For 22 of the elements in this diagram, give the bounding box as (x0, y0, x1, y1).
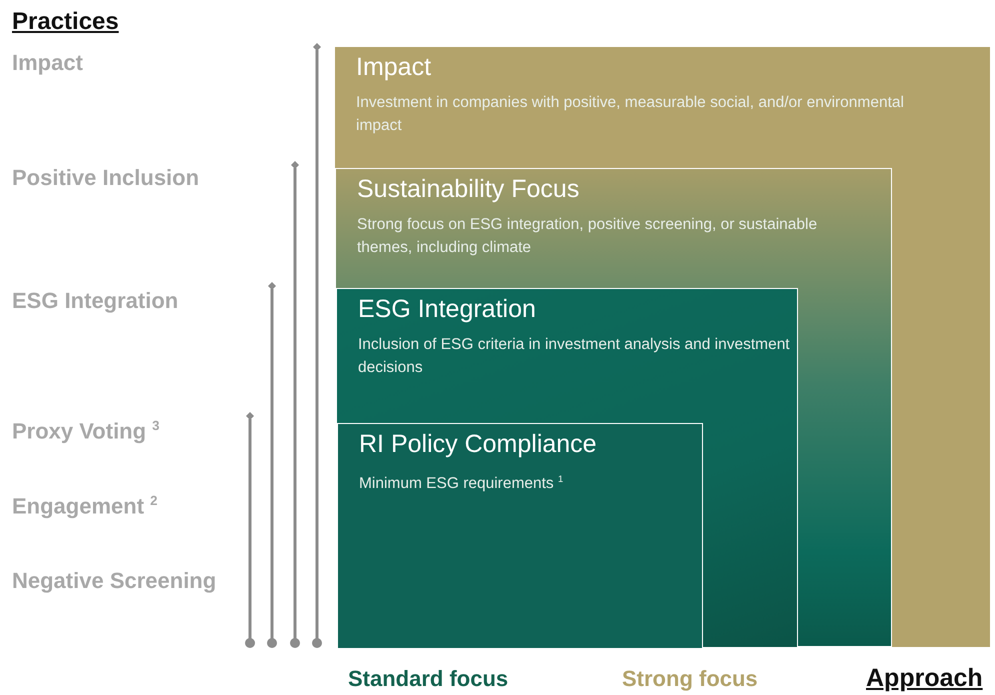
box-description: Inclusion of ESG criteria in investment analysis and investment decisions (358, 335, 791, 378)
practice-label: Negative Screening (12, 568, 216, 594)
box-description: Strong focus on ESG integration, positive screening, or sustainable themes, including climate (357, 215, 818, 258)
practice-label: Impact (12, 50, 83, 76)
box-description: Investment in companies with positive, measurable social, and/or environmental impact (356, 93, 905, 136)
axis-label: Strong focus (622, 666, 758, 692)
box-heading: ESG Integration (358, 295, 536, 324)
practice-label: Proxy Voting $^{3}$ (12, 418, 160, 444)
approach-box (336, 288, 798, 648)
axis-title: Approach (866, 664, 983, 693)
box-heading: Sustainability Focus (357, 175, 580, 204)
axis-title: Practices (12, 8, 119, 36)
approach-box (337, 423, 703, 649)
box-heading: Impact (356, 53, 432, 82)
practice-label: Engagement $^{2}$ (12, 493, 158, 520)
approach-box (335, 168, 892, 647)
box-heading: RI Policy Compliance (359, 430, 597, 459)
approach-box (335, 47, 990, 647)
axis-label: Standard focus (348, 666, 508, 692)
box-description: Minimum ESG requirements $^{1}$ (359, 473, 564, 494)
practice-label: ESG Integration (12, 288, 178, 314)
practice-label: Positive Inclusion (12, 165, 200, 191)
